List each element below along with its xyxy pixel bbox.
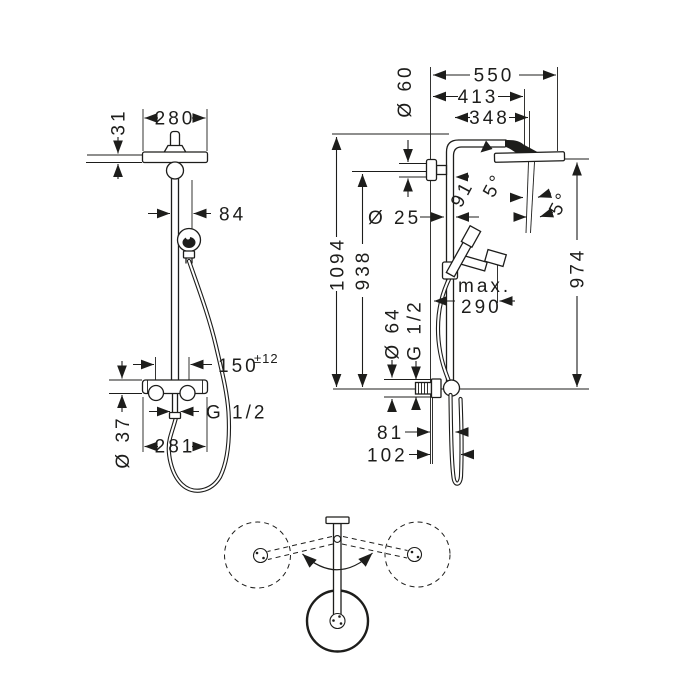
overhead-shower-front	[141, 130, 209, 180]
hose-connector-front	[168, 411, 182, 420]
dim-valve-diameter-label: Ø 37	[113, 415, 134, 468]
dim-height-overall: 1094	[328, 137, 349, 387]
dim-wall-escutcheon-diameter: Ø 60	[395, 64, 416, 197]
threaded-nipple	[414, 381, 433, 395]
dim-outlet-connection: G 1/2	[405, 299, 426, 411]
handshower-head	[460, 224, 482, 249]
front-view: 280 31 84 150 ±12 G 1/2 Ø 37	[86, 108, 279, 493]
dim-handshower-swing-label: max.	[458, 276, 511, 297]
dim-hose-offset-far-label: 102	[367, 446, 408, 467]
dim-pipe-diameter-label: Ø 25	[368, 208, 421, 229]
shower-hose-front	[166, 258, 232, 493]
dim-hose-offset-far: 102	[367, 446, 475, 467]
dim-height-overall-label: 1094	[328, 237, 349, 291]
dim-reach-overall: 550	[433, 66, 556, 87]
spray-lines	[525, 161, 535, 234]
dim-reach-arm-label: 413	[458, 87, 499, 108]
dim-head-thickness-label: 31	[109, 108, 130, 135]
dim-height-supply-label: 938	[353, 250, 374, 291]
dim-valve-diameter: Ø 37	[113, 361, 134, 469]
dim-outlet-connection-label: G 1/2	[405, 299, 426, 360]
volume-knob	[179, 384, 196, 402]
dim-reach-overall-label: 550	[474, 66, 515, 87]
dim-head-thickness: 31	[109, 108, 130, 179]
handshower-swung-head	[483, 248, 508, 268]
dim-handshower-offset: 84	[148, 205, 246, 226]
dim-head-width: 280	[144, 109, 206, 130]
dim-head-width-label: 280	[155, 109, 196, 130]
wall-flange-top-view	[325, 516, 350, 525]
swivel-hub-left	[252, 547, 269, 564]
swivel-position-left	[224, 521, 291, 589]
spray-angle-b-label: 5°	[545, 188, 575, 219]
arm-angle-arrow-left	[455, 172, 468, 182]
ball-joint-front	[165, 161, 185, 180]
front-extension-lines	[86, 109, 208, 452]
swivel-arc-arrow	[302, 552, 373, 571]
dim-height-head-label: 974	[568, 248, 589, 289]
dim-supply-tolerance-label: ±12	[254, 351, 279, 366]
spray-angle-a-label: 5°	[479, 170, 509, 201]
shower-pipe-front	[170, 167, 180, 393]
hand-shower-side	[441, 224, 508, 280]
wall-outlet-fitting	[414, 378, 461, 399]
outlet-escutcheon	[430, 378, 442, 399]
dim-outlet-escutcheon-diameter: Ø 64	[383, 306, 404, 413]
hand-shower-front	[176, 227, 202, 264]
temperature-knob	[147, 384, 165, 402]
thermostat-valve	[141, 379, 209, 420]
arm-angle-label: 91°	[447, 168, 483, 211]
dim-supply-spacing: 150 ±12	[133, 351, 279, 377]
dim-reach-arm: 413	[433, 87, 523, 108]
swivel-top-view	[224, 516, 451, 653]
side-view: 91° 5° 5°	[328, 64, 589, 486]
dim-height-supply: 938	[353, 174, 374, 387]
dim-handshower-swing-value: 290	[461, 297, 502, 318]
dim-handshower-swing: max. 290	[434, 276, 515, 318]
shower-hose-side-loop	[448, 392, 464, 486]
dim-valve-width: 281	[144, 437, 206, 458]
dim-reach-spray-center: 348	[455, 108, 528, 129]
dim-handshower-offset-label: 84	[219, 205, 246, 226]
swivel-position-right	[384, 521, 451, 588]
swivel-hub-right	[406, 546, 423, 563]
dim-hose-offset-near-label: 81	[377, 423, 404, 444]
spray-hub-top-view	[329, 612, 346, 630]
dim-hose-offset-near: 81	[377, 423, 469, 444]
dim-valve-width-label: 281	[155, 437, 196, 458]
swivel-pivot	[333, 535, 342, 543]
overhead-shower-side	[493, 151, 566, 163]
dim-pipe-diameter: Ø 25	[368, 208, 479, 229]
shower-hose-side-upper	[435, 274, 453, 388]
dim-reach-spray-center-label: 348	[469, 108, 510, 129]
dim-outlet-escutcheon-diameter-label: Ø 64	[383, 306, 404, 359]
arm-angle-arrow-up	[480, 140, 493, 153]
wall-escutcheon-top	[425, 158, 438, 182]
dim-supply-spacing-label: 150	[218, 356, 259, 377]
wall-supply-stub	[425, 158, 448, 182]
dim-hose-connection-front-label: G 1/2	[206, 403, 267, 424]
dim-wall-escutcheon-diameter-label: Ø 60	[395, 64, 416, 117]
dim-hose-connection-front: G 1/2	[149, 403, 267, 424]
dim-height-head: 974	[568, 162, 589, 387]
